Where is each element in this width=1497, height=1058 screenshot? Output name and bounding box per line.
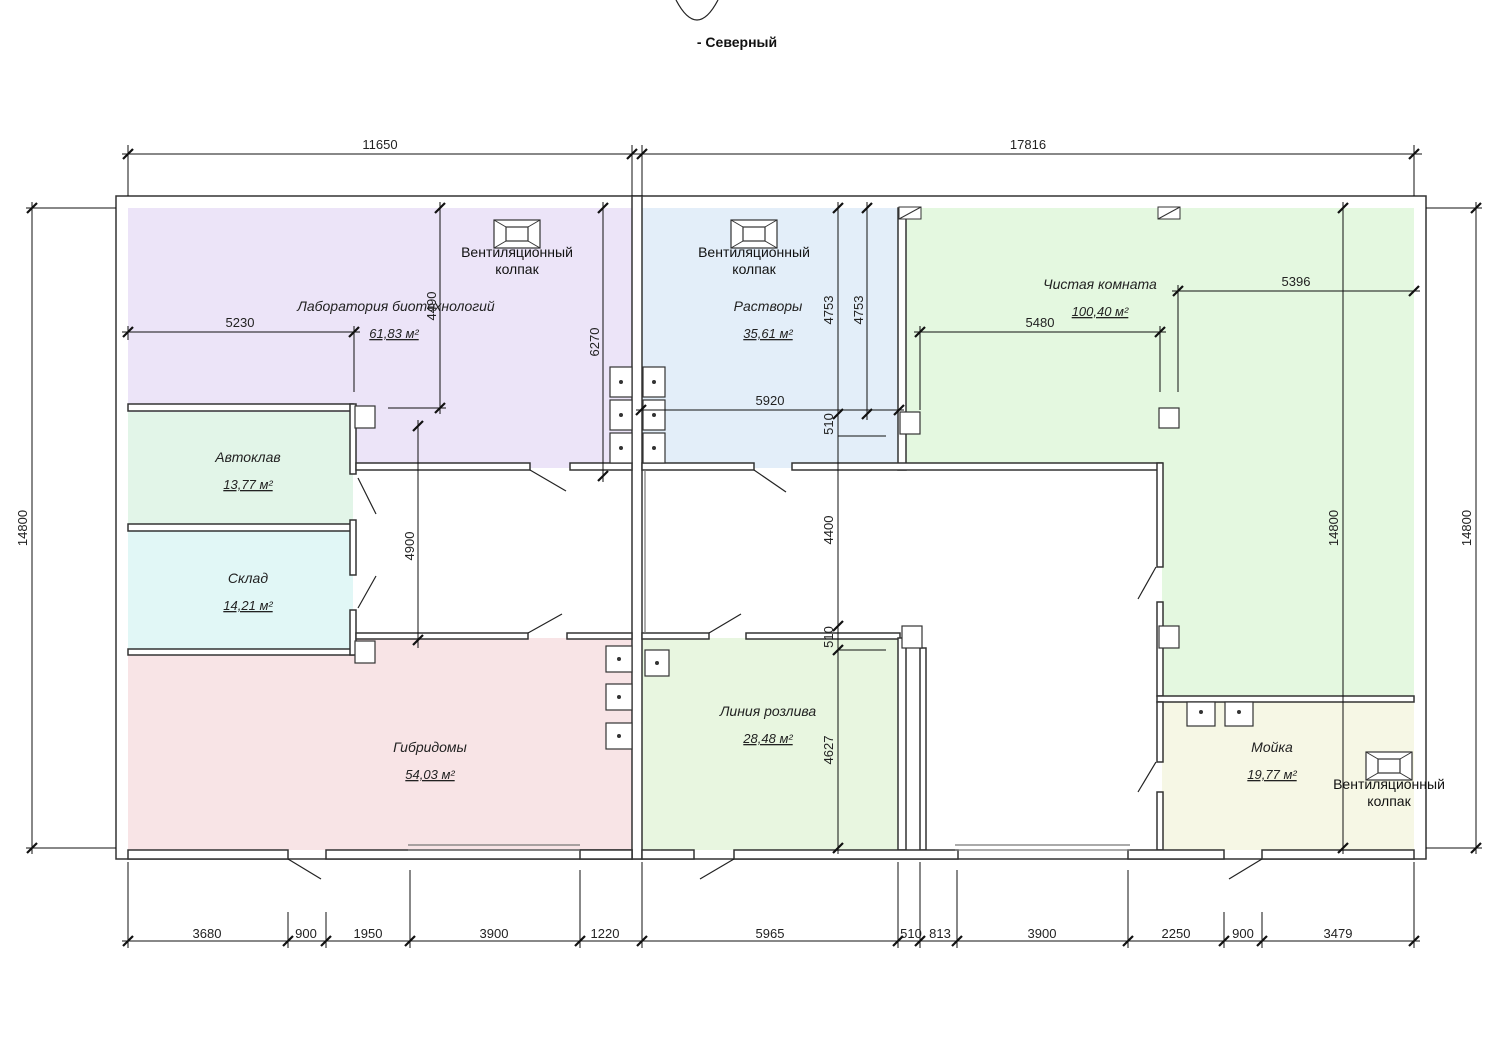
room-name-clean: Чистая комната (1043, 276, 1157, 292)
dim-lab-6270: 6270 (587, 328, 602, 357)
dim-solutions-5920: 5920 (756, 393, 785, 408)
dimension-clean-height (1337, 202, 1349, 854)
dimension-bottling (832, 626, 886, 854)
dim-bottom-4: 3900 (480, 926, 509, 941)
room-name-bottling: Линия розлива (719, 703, 817, 719)
dim-bottom-10: 2250 (1162, 926, 1191, 941)
dim-left-height: 14800 (15, 510, 30, 546)
room-bottling (642, 638, 898, 850)
vent-hood-icon (493, 219, 541, 249)
dim-top-left: 11650 (362, 137, 397, 152)
dim-bottling-510: 510 (821, 626, 836, 648)
dim-lab-5230: 5230 (226, 315, 255, 330)
dim-bottom-5: 1220 (591, 926, 620, 941)
hood-label: Вентиляционный (1333, 776, 1445, 792)
dim-bottom-9: 3900 (1028, 926, 1057, 941)
room-hybridoma-top (356, 638, 632, 658)
dim-top-right: 17816 (1010, 137, 1046, 152)
dim-bottom-2: 900 (295, 926, 317, 941)
windows (408, 470, 1130, 851)
vent-hood-icon (1365, 751, 1413, 781)
dim-solutions-4753-a: 4753 (821, 296, 836, 325)
dim-lab-4490: 4490 (424, 292, 439, 321)
doors (287, 469, 1263, 880)
room-area-washing: 19,77 м² (1247, 767, 1297, 782)
sinks (605, 366, 1254, 750)
room-area-autoclave: 13,77 м² (223, 477, 273, 492)
dimension-left (26, 202, 116, 854)
hood-label: колпак (495, 261, 539, 277)
room-name-solutions: Растворы (734, 298, 803, 314)
dim-right-height: 14800 (1459, 510, 1474, 546)
hood-label: Вентиляционный (461, 244, 573, 260)
dim-corridor-4400: 4400 (821, 516, 836, 545)
dim-clean-5480: 5480 (1026, 315, 1055, 330)
room-area-clean: 100,40 м² (1072, 304, 1129, 319)
room-name-washing: Мойка (1251, 739, 1293, 755)
room-autoclave (128, 412, 353, 524)
dim-solutions-4753-b: 4753 (851, 296, 866, 325)
room-solutions (642, 208, 898, 468)
north-arrow-icon (675, 0, 719, 21)
room-name-autoclave: Автоклав (214, 449, 280, 465)
room-area-storage: 14,21 м² (223, 598, 273, 613)
dimension-solutions (635, 202, 905, 640)
dim-bottom-7: 510 (900, 926, 922, 941)
room-name-storage: Склад (228, 570, 268, 586)
room-hybridoma (128, 655, 632, 850)
dim-bottom-8: 813 (929, 926, 951, 941)
room-name-hybridoma: Гибридомы (393, 739, 467, 755)
room-area-bottling: 28,48 м² (742, 731, 793, 746)
dim-bottom-12: 3479 (1324, 926, 1353, 941)
dim-bottom-6: 5965 (756, 926, 785, 941)
hood-label: колпак (732, 261, 776, 277)
dimension-bottom (122, 862, 1420, 948)
room-lab-ext (128, 208, 632, 406)
room-clean-lower (1162, 468, 1414, 696)
dim-clean-height: 14800 (1326, 510, 1341, 546)
dim-bottom-3: 1950 (354, 926, 383, 941)
hood-label: Вентиляционный (698, 244, 810, 260)
north-label: - Северный (697, 34, 777, 50)
dim-corridor-4900: 4900 (402, 532, 417, 561)
hood-label: колпак (1367, 793, 1411, 809)
interior-walls (127, 195, 1415, 860)
dimension-clean (914, 285, 1420, 410)
vent-hood-icon (730, 219, 778, 249)
room-area-lab: 61,83 м² (369, 326, 419, 341)
room-area-hybridoma: 54,03 м² (405, 767, 455, 782)
dim-bottling-4627: 4627 (821, 736, 836, 765)
room-area-solutions: 35,61 м² (743, 326, 793, 341)
room-storage (128, 531, 353, 649)
dim-bottom-11: 900 (1232, 926, 1254, 941)
room-name-lab: Лаборатория биотехнологий (296, 298, 495, 314)
dim-solutions-510: 510 (821, 413, 836, 435)
dim-bottom-1: 3680 (193, 926, 222, 941)
columns (354, 206, 1181, 664)
dimension-top (122, 145, 1422, 196)
dimension-right (1426, 202, 1482, 854)
dim-clean-5396: 5396 (1282, 274, 1311, 289)
dimension-lab (122, 202, 609, 482)
